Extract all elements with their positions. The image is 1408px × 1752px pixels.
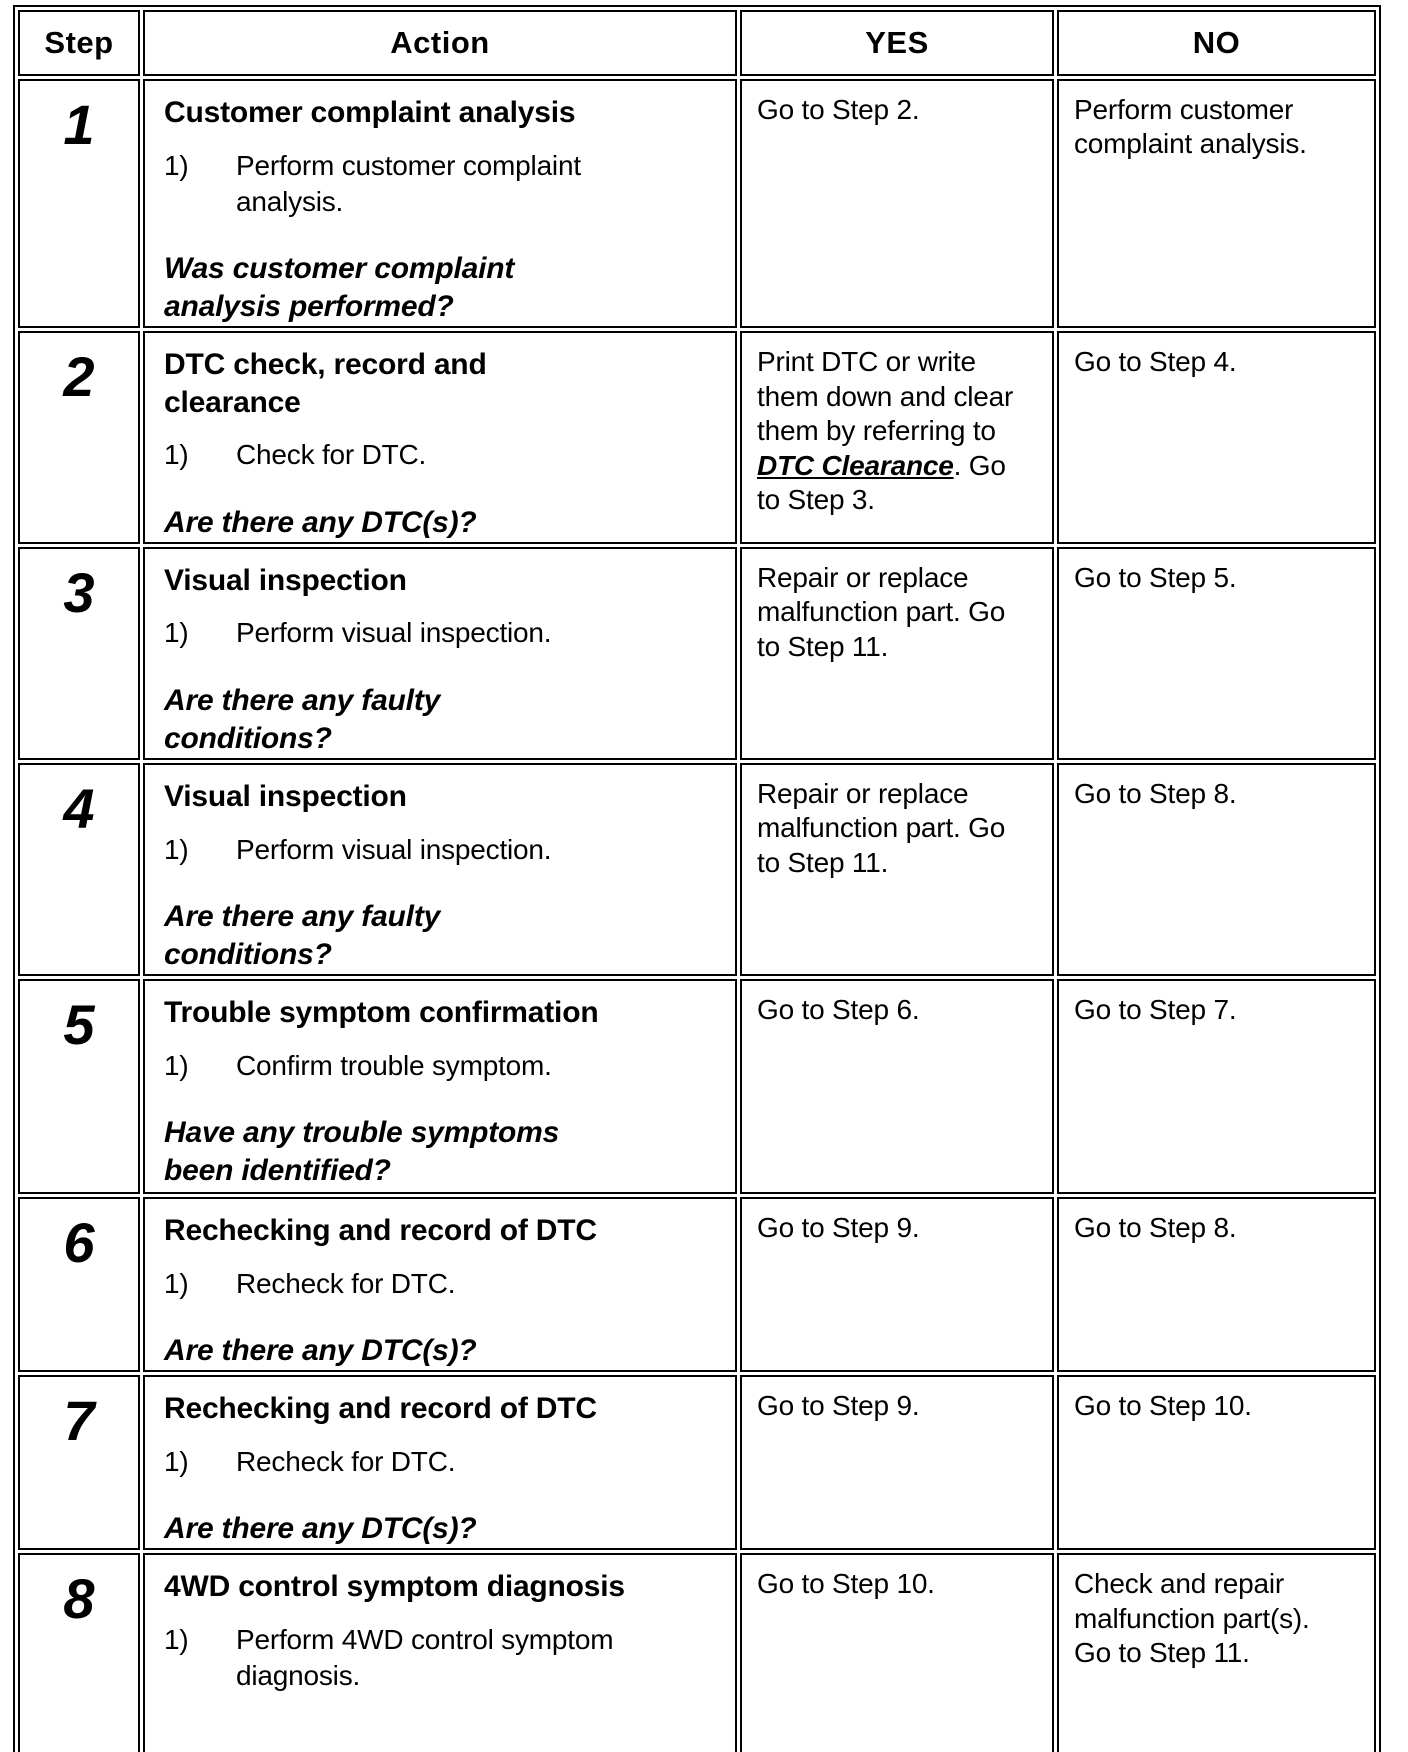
action-title: Visual inspection xyxy=(164,780,407,814)
header-step: Step xyxy=(18,10,140,76)
troubleshooting-table: Step Action YES NO 1 Customer complaint … xyxy=(13,5,1381,1752)
step-number: 1 xyxy=(18,79,140,329)
action-title: Rechecking and record of DTC xyxy=(164,1392,597,1426)
yes-cell: Go to Step 9. xyxy=(740,1197,1054,1373)
action-item-text: Perform visual inspection. xyxy=(236,833,552,865)
action-item-text: Perform customer complaint analysis. xyxy=(236,149,581,217)
list-marker: 1) xyxy=(164,617,189,649)
list-marker: 1) xyxy=(164,1267,189,1299)
action-item: 1) Check for DTC. xyxy=(164,437,723,473)
action-cell: Visual inspection 1) Perform visual insp… xyxy=(143,763,737,977)
action-title: DTC check, record and clearance xyxy=(164,348,487,419)
action-question: Are there any faulty conditions? xyxy=(164,683,441,755)
no-cell: Perform customer complaint analysis. xyxy=(1057,79,1376,329)
no-cell: Go to Step 5. xyxy=(1057,546,1376,761)
table-row-step-1: 1 Customer complaint analysis 1) Perform… xyxy=(18,79,1376,329)
table-row-step-5: 5 Trouble symptom confirmation 1) Confir… xyxy=(18,979,1376,1195)
action-cell: Rechecking and record of DTC 1) Recheck … xyxy=(143,1375,737,1551)
yes-cell: Repair or replace malfunction part. Go t… xyxy=(740,546,1054,761)
action-question: Are there any DTC(s)? xyxy=(164,505,477,539)
action-cell: 4WD control symptom diagnosis 1) Perform… xyxy=(143,1553,737,1752)
action-question: Are there any DTC(s)? xyxy=(164,1511,477,1545)
list-marker: 1) xyxy=(164,833,189,865)
action-item-text: Confirm trouble symptom. xyxy=(236,1049,552,1081)
header-yes: YES xyxy=(740,10,1054,76)
step-number: 4 xyxy=(18,763,140,977)
list-marker: 1) xyxy=(164,1445,189,1477)
yes-cell: Repair or replace malfunction part. Go t… xyxy=(740,763,1054,977)
action-title: Customer complaint analysis xyxy=(164,96,576,129)
step-number: 7 xyxy=(18,1375,140,1551)
step-number: 8 xyxy=(18,1553,140,1752)
table-row-step-3: 3 Visual inspection 1) Perform visual in… xyxy=(18,546,1376,761)
action-question: Are there any faulty conditions? xyxy=(164,899,441,972)
yes-cell: Print DTC or write them down and clear t… xyxy=(740,331,1054,544)
action-question: Was customer complaint analysis performe… xyxy=(164,252,515,324)
action-cell: Customer complaint analysis 1) Perform c… xyxy=(143,79,737,329)
no-cell: Check and repair malfunction part(s). Go… xyxy=(1057,1553,1376,1752)
action-item: 1) Perform 4WD control symptom diagnosis… xyxy=(164,1622,723,1695)
no-cell: Go to Step 7. xyxy=(1057,979,1376,1195)
list-marker: 1) xyxy=(164,439,189,471)
yes-text: . Go to Step 3. xyxy=(757,449,1006,516)
header-action: Action xyxy=(143,10,737,76)
action-question: Are there any DTC(s)? xyxy=(164,1334,477,1367)
action-cell: Visual inspection 1) Perform visual insp… xyxy=(143,546,737,761)
step-number: 3 xyxy=(18,546,140,761)
no-cell: Go to Step 8. xyxy=(1057,1197,1376,1373)
no-cell: Go to Step 4. xyxy=(1057,331,1376,544)
yes-cell: Go to Step 9. xyxy=(740,1375,1054,1551)
action-item-text: Check for DTC. xyxy=(236,439,427,471)
action-cell: DTC check, record and clearance 1) Check… xyxy=(143,331,737,544)
action-question: Have any trouble symptoms been identifie… xyxy=(164,1116,560,1188)
action-item: 1) Perform customer complaint analysis. xyxy=(164,148,723,221)
table-row-step-2: 2 DTC check, record and clearance 1) Che… xyxy=(18,331,1376,544)
action-cell: Trouble symptom confirmation 1) Confirm … xyxy=(143,979,737,1195)
table-row-step-7: 7 Rechecking and record of DTC 1) Rechec… xyxy=(18,1375,1376,1551)
table-header-row: Step Action YES NO xyxy=(18,10,1376,76)
action-item: 1) Recheck for DTC. xyxy=(164,1444,723,1480)
action-title: Rechecking and record of DTC xyxy=(164,1214,597,1248)
action-item: 1) Recheck for DTC. xyxy=(164,1266,723,1302)
action-item: 1) Perform visual inspection. xyxy=(164,832,723,868)
yes-cell: Go to Step 6. xyxy=(740,979,1054,1195)
action-item: 1) Perform visual inspection. xyxy=(164,615,723,651)
action-title: 4WD control symptom diagnosis xyxy=(164,1570,625,1604)
list-marker: 1) xyxy=(164,1623,189,1655)
action-item-text: Perform visual inspection. xyxy=(236,617,552,649)
action-item-text: Recheck for DTC. xyxy=(236,1267,456,1299)
action-item-text: Recheck for DTC. xyxy=(236,1445,456,1477)
table-row-step-4: 4 Visual inspection 1) Perform visual in… xyxy=(18,763,1376,977)
table-row-step-6: 6 Rechecking and record of DTC 1) Rechec… xyxy=(18,1197,1376,1373)
no-cell: Go to Step 8. xyxy=(1057,763,1376,977)
dtc-clearance-link[interactable]: DTC Clearance xyxy=(757,449,954,481)
step-number: 5 xyxy=(18,979,140,1195)
list-marker: 1) xyxy=(164,149,189,181)
step-number: 6 xyxy=(18,1197,140,1373)
header-no: NO xyxy=(1057,10,1376,76)
no-cell: Go to Step 10. xyxy=(1057,1375,1376,1551)
yes-cell: Go to Step 10. xyxy=(740,1553,1054,1752)
action-title: Trouble symptom confirmation xyxy=(164,996,599,1030)
yes-text: Print DTC or write them down and clear t… xyxy=(757,346,1014,447)
action-item: 1) Confirm trouble symptom. xyxy=(164,1048,723,1084)
action-title: Visual inspection xyxy=(164,563,407,597)
action-item-text: Perform 4WD control symptom diagnosis. xyxy=(236,1623,614,1691)
table-row-step-8: 8 4WD control symptom diagnosis 1) Perfo… xyxy=(18,1553,1376,1752)
step-number: 2 xyxy=(18,331,140,544)
list-marker: 1) xyxy=(164,1049,189,1081)
action-cell: Rechecking and record of DTC 1) Recheck … xyxy=(143,1197,737,1373)
yes-cell: Go to Step 2. xyxy=(740,79,1054,329)
